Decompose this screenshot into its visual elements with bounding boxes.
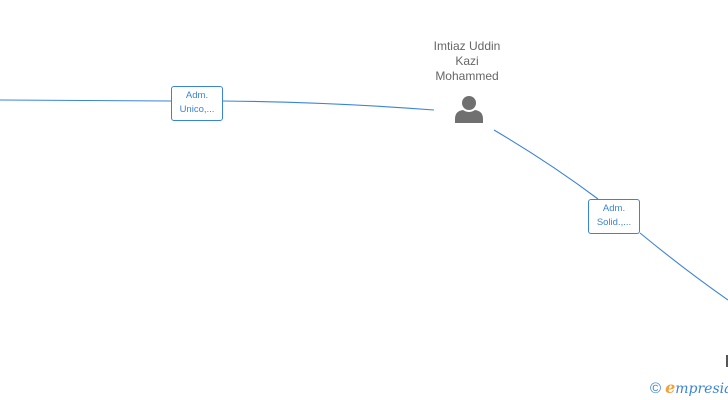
person-name-line-3: Mohammed	[435, 69, 499, 83]
brand-logo-text: mpresia	[675, 381, 728, 397]
person-name[interactable]: Imtiaz Uddin Kazi Mohammed	[407, 39, 527, 84]
role-label-line-2: Solid.,...	[596, 217, 632, 228]
role-label-line-1: Adm.	[602, 203, 626, 214]
brand-logo: ©empresia	[650, 378, 728, 397]
person-name-line-2: Kazi	[455, 54, 479, 68]
person-icon[interactable]	[453, 93, 485, 125]
role-label-adm-solid[interactable]: Adm. Solid.,...	[588, 199, 640, 234]
person-name-line-1: Imtiaz Uddin	[433, 39, 501, 53]
role-label-line-1: Adm.	[185, 90, 209, 101]
role-label-adm-unico[interactable]: Adm. Unico,...	[171, 86, 223, 121]
copyright-icon: ©	[650, 380, 662, 397]
offscreen-node-fragment	[726, 355, 728, 367]
edge-left-to-person	[0, 99, 435, 111]
edge-person-to-right	[493, 129, 728, 301]
role-label-line-2: Unico,...	[179, 104, 215, 115]
brand-logo-initial: e	[665, 378, 676, 397]
